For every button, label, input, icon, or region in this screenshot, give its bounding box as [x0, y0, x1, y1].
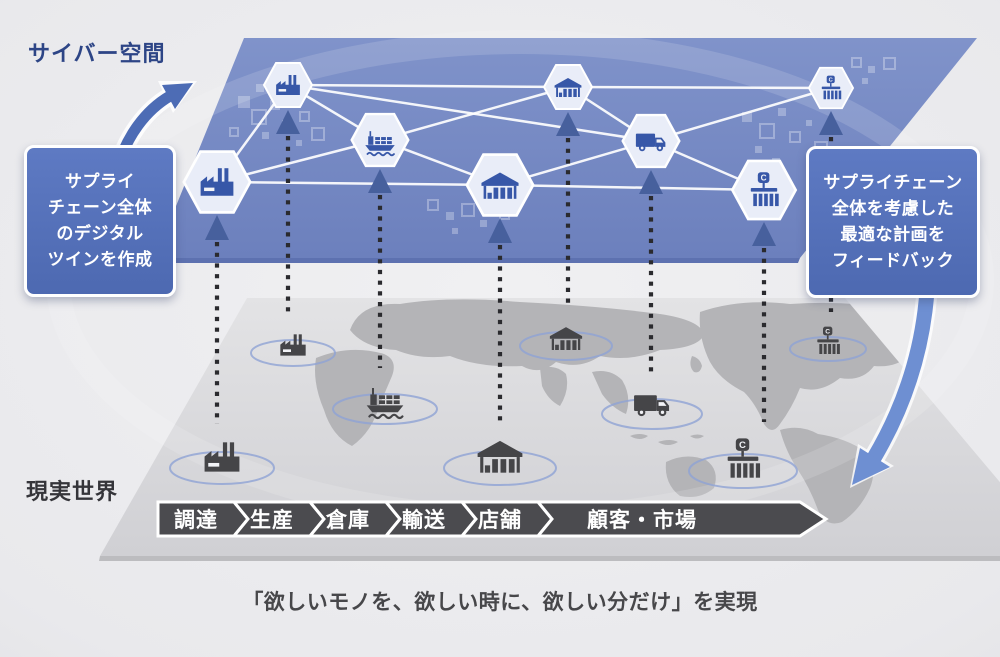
up-arrow-icon — [368, 169, 392, 193]
location-ring — [169, 451, 275, 485]
cyber-nodes — [182, 62, 855, 221]
callout-line: のデジタル — [56, 224, 144, 243]
real-world-label: 現実世界 — [26, 479, 119, 504]
cyber-node-factory-2 — [182, 150, 252, 214]
process-bar: 調達 生産 倉庫 輸送 店舗 顧客・市場 — [156, 500, 829, 538]
cyber-node-store-1 — [807, 66, 855, 110]
up-arrow-icon — [639, 170, 663, 194]
location-ring — [332, 393, 438, 425]
real-node-warehouse-1 — [519, 327, 613, 361]
real-node-factory-2 — [169, 442, 275, 485]
process-step-label: 顧客・市場 — [587, 508, 697, 532]
process-step-label: 輸送 — [402, 508, 446, 532]
callout-feedback-plan: サプライチェーン 全体を考慮した 最適な計画を フィードバック — [806, 146, 980, 298]
cyber-space-label: サイバー空間 — [28, 41, 166, 66]
callout-line: サプライチェーン — [823, 173, 963, 192]
real-world-nodes — [169, 326, 867, 489]
location-ring — [250, 339, 336, 367]
up-arrow-icon — [205, 215, 229, 240]
callout-digital-twin: サプライ チェーン全体 のデジタル ツインを作成 — [24, 145, 176, 297]
up-arrow-icon — [556, 112, 580, 136]
callout-line: サプライ — [65, 172, 135, 191]
up-arrow-icon — [488, 218, 512, 243]
callout-line: 全体を考慮した — [831, 199, 955, 218]
cyber-node-ship — [350, 112, 410, 168]
callout-line: ツインを作成 — [47, 250, 153, 269]
real-node-warehouse-2 — [443, 440, 557, 486]
up-arrow-icon — [276, 110, 300, 134]
process-step-6 — [534, 500, 829, 538]
cyber-node-factory-1 — [262, 62, 314, 108]
process-step-label: 店舗 — [478, 508, 522, 532]
up-arrow-icon — [752, 222, 776, 246]
cyber-node-warehouse-1 — [542, 64, 594, 110]
real-node-truck — [601, 395, 703, 430]
bottom-caption: 「欲しいモノを、欲しい時に、欲しい分だけ」を実現 — [242, 591, 758, 614]
callout-line: 最適な計画を — [840, 225, 946, 244]
real-node-factory-1 — [250, 334, 336, 367]
cyber-node-truck — [621, 113, 681, 169]
cyber-node-warehouse-2 — [465, 153, 535, 217]
real-node-store-1 — [789, 326, 867, 362]
cyber-node-store-2 — [730, 159, 798, 221]
callout-line: フィードバック — [831, 251, 955, 270]
real-node-ship — [332, 386, 438, 425]
process-step-label: 調達 — [174, 508, 218, 532]
up-arrow-icon — [819, 111, 843, 135]
process-step-label: 生産 — [250, 508, 294, 532]
real-node-store-2 — [688, 438, 798, 489]
process-step-label: 倉庫 — [325, 508, 370, 532]
callout-line: チェーン全体 — [47, 198, 153, 217]
